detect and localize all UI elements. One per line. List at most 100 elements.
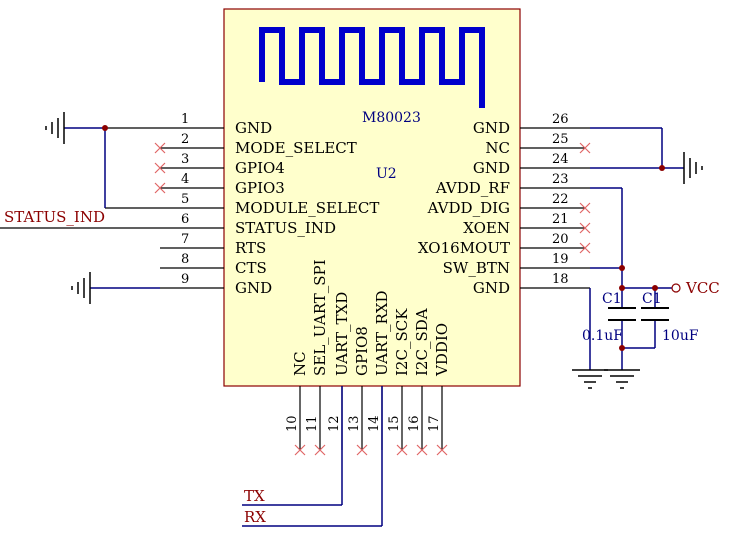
pin-name: MODULE_SELECT [235,199,379,217]
pin-name: MODE_SELECT [235,139,357,157]
pin-name: SEL_UART_SPI [311,259,329,376]
pin-number: 15 [387,415,402,432]
pin-name: GND [473,119,510,137]
ground-symbol-left-bottom [71,272,91,304]
right-ground-wiring [590,127,684,169]
ground-symbol-bottom-2 [604,369,640,389]
pin-number: 9 [181,272,189,287]
left-pin-3: 3 GPIO4 [160,152,285,177]
right-pin-26: 26 GND [473,112,590,137]
left-pin-4: 4 GPIO3 [160,172,285,197]
pin-name: SW_BTN [443,259,510,277]
pin-number: 4 [181,172,189,187]
left-nc-markers [154,142,166,194]
right-pin-20: 20 XO16MOUT [418,232,585,257]
bottom-pin-17: 17 VDDIO [427,323,451,456]
pin-number: 14 [367,415,382,432]
left-pin-6: 6 STATUS_IND [0,212,336,237]
junction-dot [659,165,665,171]
bottom-pin-11: 11 SEL_UART_SPI [305,259,329,456]
capacitor-ref: C1 [602,291,622,307]
right-pin-25: 25 NC [485,132,585,157]
right-pin-22: 22 AVDD_DIG [427,192,585,217]
pin-number: 1 [181,112,189,127]
pin-number: 21 [552,212,569,227]
pin-name: GPIO3 [235,179,285,197]
pin-name: GND [235,279,272,297]
no-connect-marker [396,444,408,456]
pin-name: GPIO4 [235,159,285,177]
right-pin-23: 23 AVDD_RF [435,172,590,197]
junction-dot [619,285,625,291]
net-label-status-ind: STATUS_IND [4,208,105,226]
left-pin-2: 2 MODE_SELECT [160,132,357,157]
left-pin-8: 8 CTS [160,252,267,277]
pin-number: 8 [181,252,189,267]
no-connect-marker [356,444,368,456]
pin-number: 24 [552,152,569,167]
pcb-antenna-trace [259,27,485,108]
pin-name: STATUS_IND [235,219,336,237]
junction-dot [619,265,625,271]
right-pin-24: 24 GND [473,152,590,177]
pin-number: 23 [552,172,569,187]
capacitor-value: 10uF [662,328,699,344]
capacitor-c1-a [608,307,636,321]
pin-number: 6 [181,212,189,227]
chip-name: M80023 [362,110,421,126]
ground-symbol-right [683,152,703,184]
pin-name: NC [291,351,309,376]
pin-number: 16 [407,415,422,432]
pin-number: 20 [552,232,569,247]
junction-dot [102,125,108,131]
pin-name: UART_RXD [373,290,391,376]
pin-number: 17 [427,415,442,432]
right-pin-19: 19 SW_BTN [443,252,590,277]
pin-number: 25 [552,132,569,147]
left-pin-5: 5 MODULE_SELECT [105,192,379,217]
bottom-pin-16: 16 I2C_SDA [407,308,431,456]
pin-name: VDDIO [433,323,451,377]
pin-name: GND [235,119,272,137]
pin-number: 7 [181,232,189,247]
no-connect-marker [294,444,306,456]
pin-name: AVDD_RF [435,179,510,197]
capacitor-ref: C1 [642,291,662,307]
left-pin-7: 7 RTS [160,232,266,257]
chip-designator: U2 [376,166,397,182]
left-ground-wiring [64,127,160,289]
pin-name: GND [473,159,510,177]
pin-number: 18 [552,272,569,287]
pin-name: NC [485,139,510,157]
capacitor-c1-b [641,307,669,321]
pin-name: GPIO8 [353,326,371,376]
no-connect-marker [436,444,448,456]
net-label-rx: RX [244,508,266,526]
pin-number: 2 [181,132,189,147]
no-connect-marker [314,444,326,456]
pin-number: 19 [552,252,569,267]
bottom-pins: 10NC11SEL_UART_SPI12UART_TXD13GPIO814UAR… [285,259,451,456]
ground-symbol-bottom-1 [572,369,608,389]
pin-number: 5 [181,192,189,207]
pin-number: 12 [327,415,342,432]
junction-dot [652,285,658,291]
right-pin-18: 18 GND [473,272,590,297]
pin-number: 26 [552,112,569,127]
pin-name: I2C_SDA [413,308,431,376]
uart-wiring [242,386,383,527]
right-pin-21: 21 XOEN [463,212,585,237]
pin-number: 3 [181,152,189,167]
pin-name: XO16MOUT [418,239,510,257]
net-label-vcc: VCC [685,279,720,297]
ground-symbol-left-top [45,112,65,144]
vcc-port-icon [671,283,681,293]
pin-name: UART_TXD [333,292,351,376]
pin-name: GND [473,279,510,297]
pin-name: CTS [235,259,267,277]
pin-name: RTS [235,239,266,257]
pin-number: 11 [305,415,320,432]
